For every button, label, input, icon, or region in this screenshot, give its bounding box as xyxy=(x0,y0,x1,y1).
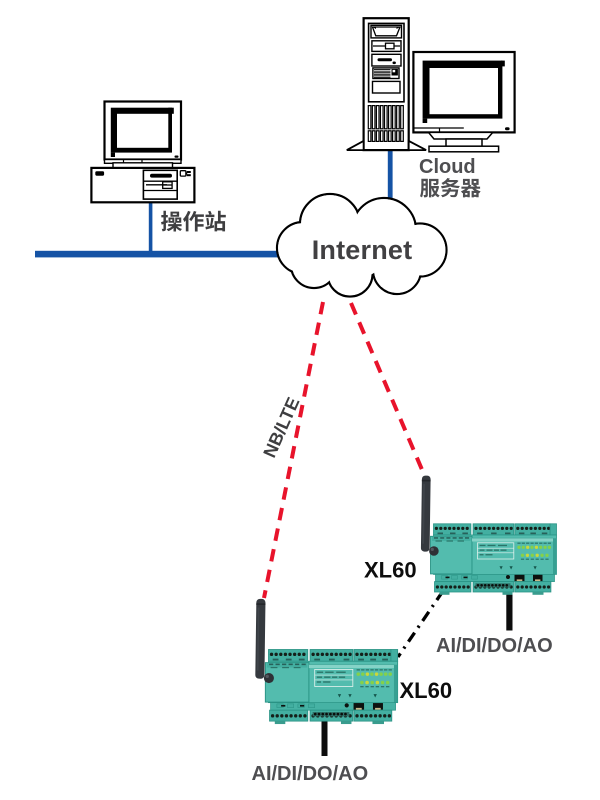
svg-text:XL60: XL60 xyxy=(400,678,453,703)
svg-text:XL60: XL60 xyxy=(364,558,417,583)
svg-text:Internet: Internet xyxy=(312,235,413,265)
svg-text:AI/DI/DO/AO: AI/DI/DO/AO xyxy=(436,635,553,657)
svg-text:AI/DI/DO/AO: AI/DI/DO/AO xyxy=(252,763,369,785)
svg-text:Cloud: Cloud xyxy=(419,156,476,178)
